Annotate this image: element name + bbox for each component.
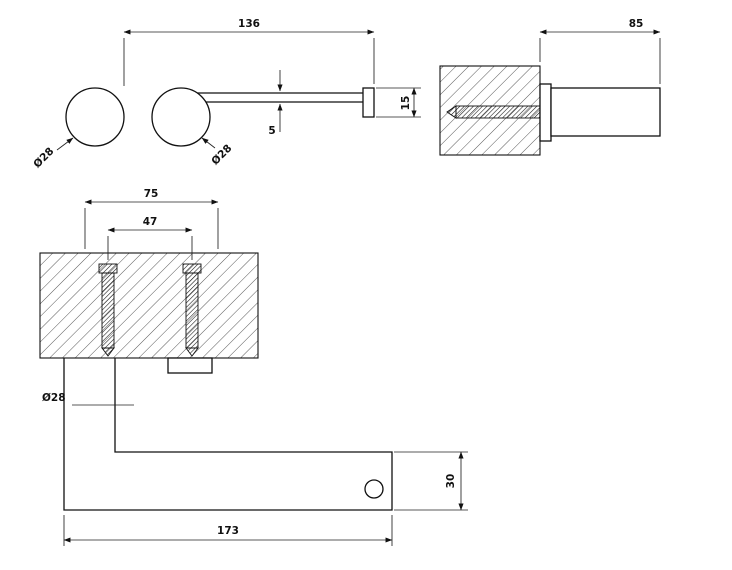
callout-diameter-post: Ø28 xyxy=(42,392,134,406)
side-rod-body xyxy=(550,87,661,137)
side-mount-plate xyxy=(539,83,552,142)
dim-label-136: 136 xyxy=(238,18,260,30)
side-wall-screw xyxy=(446,105,541,119)
diameter-right-leader xyxy=(201,137,216,149)
plan-view: 136 5 15 Ø28 Ø28 xyxy=(31,18,421,170)
dim-5: 5 xyxy=(268,70,283,137)
callout-diameter-left: Ø28 xyxy=(31,137,74,170)
front-end-screw-hole xyxy=(364,479,384,499)
front-wall-section xyxy=(39,252,259,359)
dim-label-173: 173 xyxy=(217,525,239,537)
front-roll-pin-stub xyxy=(167,357,213,374)
screw-head xyxy=(98,263,118,274)
dim-173: 173 xyxy=(63,515,393,546)
dim-15: 15 xyxy=(376,87,421,118)
callout-diameter-right: Ø28 xyxy=(201,137,234,167)
plan-right-post-circle xyxy=(151,87,211,147)
diameter-left-leader xyxy=(56,137,74,151)
side-view: 85 xyxy=(439,18,661,156)
dim-label-15: 15 xyxy=(400,96,412,111)
front-screw-right xyxy=(182,263,202,357)
dim-label-47: 47 xyxy=(143,216,158,228)
dim-136: 136 xyxy=(123,18,375,86)
dim-75: 75 xyxy=(84,188,219,249)
plan-arm-end-cap xyxy=(362,87,375,118)
front-screw-left xyxy=(98,263,118,357)
screw-thread xyxy=(185,272,199,349)
dim-47: 47 xyxy=(107,216,193,260)
screw-thread xyxy=(101,272,115,349)
screw-tip xyxy=(185,347,199,357)
screw-head xyxy=(182,263,202,274)
dim-85: 85 xyxy=(539,18,661,84)
screw-thread xyxy=(455,105,541,119)
dim-label-75: 75 xyxy=(144,188,159,200)
dim-label-30: 30 xyxy=(445,474,457,489)
dim-label-5: 5 xyxy=(268,125,275,137)
dim-30: 30 xyxy=(394,451,468,511)
front-holder-profile xyxy=(63,358,393,511)
dim-label-85: 85 xyxy=(629,18,644,30)
screw-tip xyxy=(101,347,115,357)
dim-label-diameter-post: Ø28 xyxy=(42,392,66,404)
dim-label-diameter-left: Ø28 xyxy=(31,145,56,170)
front-view: 75 47 Ø28 30 173 xyxy=(39,188,468,546)
plan-left-post-circle xyxy=(65,87,125,147)
